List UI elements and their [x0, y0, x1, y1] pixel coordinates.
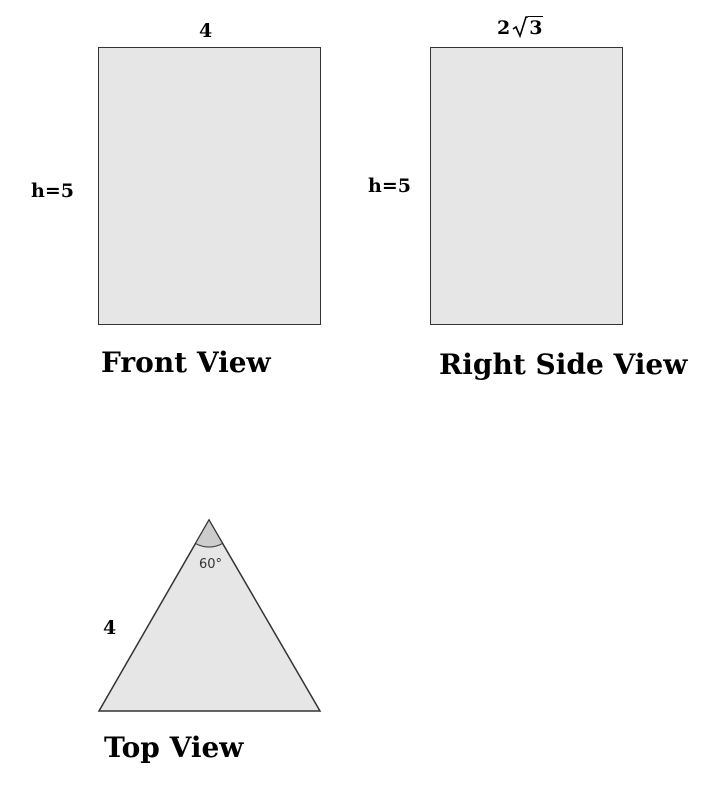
side-view-width-radicand: 3 — [528, 16, 544, 39]
front-view-width-label: 4 — [199, 20, 213, 42]
side-view-width-coef: 2 — [497, 17, 511, 39]
front-view-rectangle — [98, 47, 321, 325]
front-view-height-label: h=5 — [31, 180, 74, 202]
top-view-angle-arc — [194, 518, 224, 548]
top-view-triangle — [97, 518, 322, 712]
side-view-height-label: h=5 — [368, 175, 411, 197]
front-view-caption: Front View — [101, 346, 271, 379]
top-view-caption: Top View — [104, 731, 244, 764]
side-view-rectangle — [430, 47, 623, 325]
top-view-angle-label: 60° — [199, 557, 223, 572]
top-view-side-label: 4 — [103, 617, 117, 639]
radical-sign-icon — [512, 16, 529, 39]
side-view-caption: Right Side View — [439, 348, 688, 381]
